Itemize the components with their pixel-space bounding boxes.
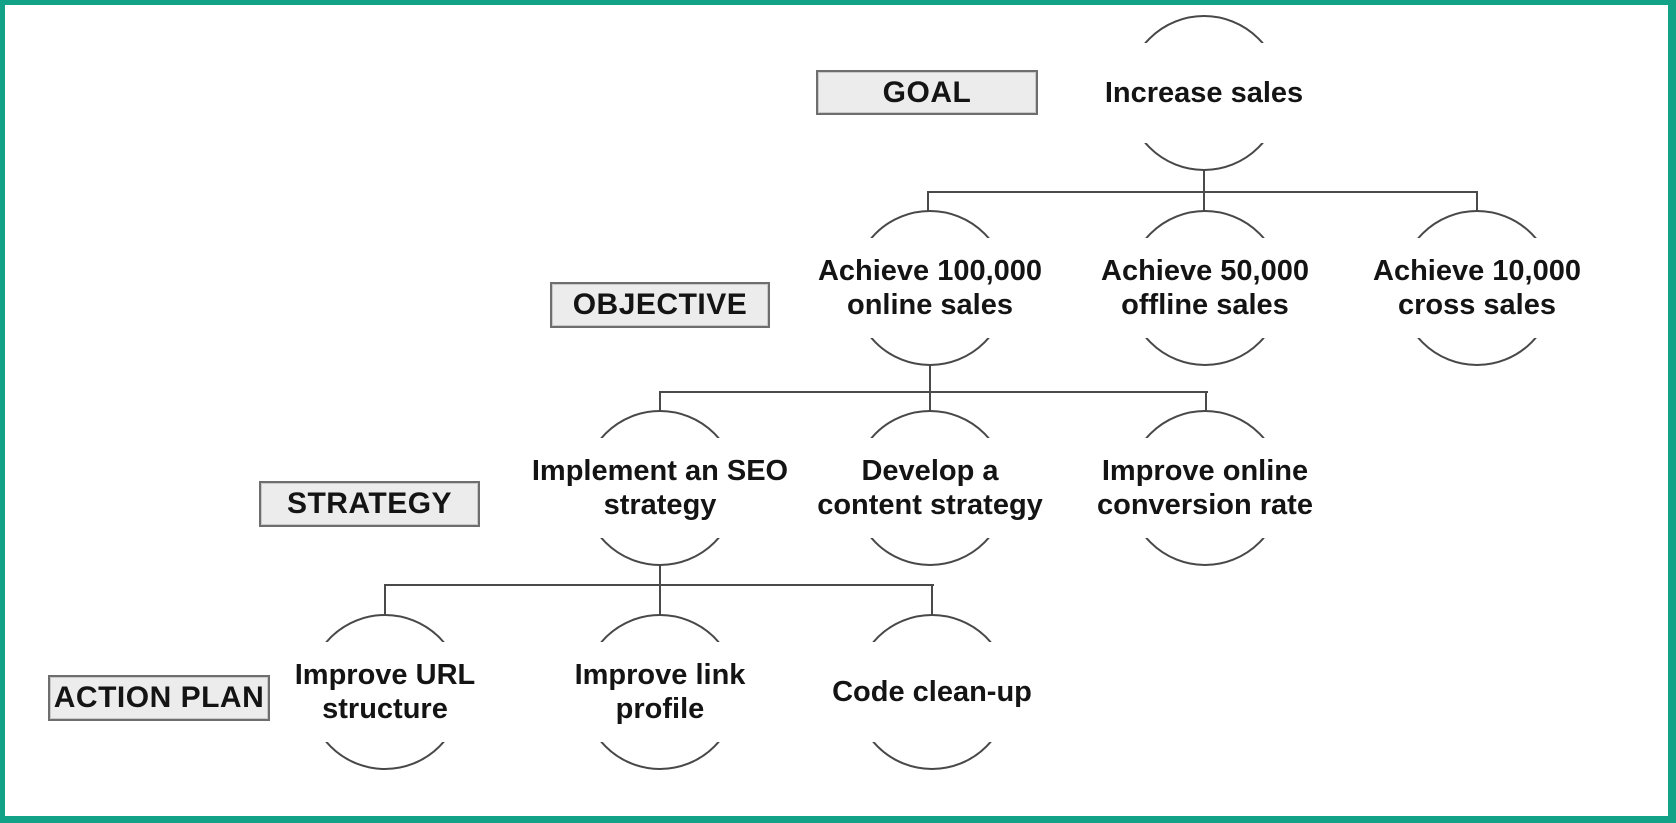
connector-drop-seo-strategy — [659, 391, 661, 412]
connector-action-rail — [384, 584, 934, 586]
connector-goal-stem — [1203, 170, 1205, 211]
node-text: Develop a content strategy — [817, 455, 1043, 521]
node-text: Implement an SEO strategy — [531, 455, 789, 521]
connector-drop-code-clean-up — [931, 584, 933, 615]
node-achieve-100000-online-sales: Achieve 100,000 online sales — [800, 210, 1060, 366]
node-code-clean-up: Code clean-up — [802, 614, 1062, 770]
node-mask — [1074, 43, 1334, 143]
node-mask — [800, 238, 1060, 338]
level-label-objective: OBJECTIVE — [550, 282, 770, 328]
level-label-goal: GOAL — [816, 70, 1038, 115]
connector-strategy-rail — [659, 391, 1208, 393]
node-text: Improve link profile — [574, 659, 746, 725]
connector-objective-rail — [927, 191, 1478, 193]
level-label-action-plan: ACTION PLAN — [48, 675, 270, 721]
connector-drop-url-structure — [384, 584, 386, 615]
node-improve-url-structure: Improve URL structure — [255, 614, 515, 770]
top-edge-line — [0, 0, 1676, 2]
connector-drop-cross-sales — [1476, 191, 1478, 212]
node-text: Achieve 10,000 cross sales — [1373, 255, 1581, 321]
node-achieve-50000-offline-sales: Achieve 50,000 offline sales — [1075, 210, 1335, 366]
node-text: Code clean-up — [832, 676, 1032, 708]
node-mask — [530, 642, 790, 742]
node-mask — [800, 438, 1060, 538]
connector-drop-online-sales — [927, 191, 929, 212]
node-implement-seo-strategy: Implement an SEO strategy — [530, 410, 790, 566]
node-mask — [530, 438, 790, 538]
node-increase-sales: Increase sales — [1074, 15, 1334, 171]
node-text: Improve online conversion rate — [1097, 455, 1313, 521]
connector-online-sales-stem — [929, 365, 931, 411]
node-mask — [1075, 238, 1335, 338]
node-achieve-10000-cross-sales: Achieve 10,000 cross sales — [1347, 210, 1607, 366]
node-mask — [255, 642, 515, 742]
node-mask — [1347, 238, 1607, 338]
node-mask — [802, 642, 1062, 742]
node-text: Improve URL structure — [294, 659, 476, 725]
node-develop-content-strategy: Develop a content strategy — [800, 410, 1060, 566]
node-text: Achieve 50,000 offline sales — [1101, 255, 1309, 321]
level-label-strategy: STRATEGY — [259, 481, 480, 527]
node-improve-link-profile: Improve link profile — [530, 614, 790, 770]
node-improve-online-conversion-rate: Improve online conversion rate — [1075, 410, 1335, 566]
node-text: Increase sales — [1104, 77, 1304, 109]
node-text: Achieve 100,000 online sales — [817, 255, 1043, 321]
node-mask — [1075, 438, 1335, 538]
connector-drop-conversion-rate — [1205, 391, 1207, 412]
connector-seo-strategy-stem — [659, 565, 661, 616]
